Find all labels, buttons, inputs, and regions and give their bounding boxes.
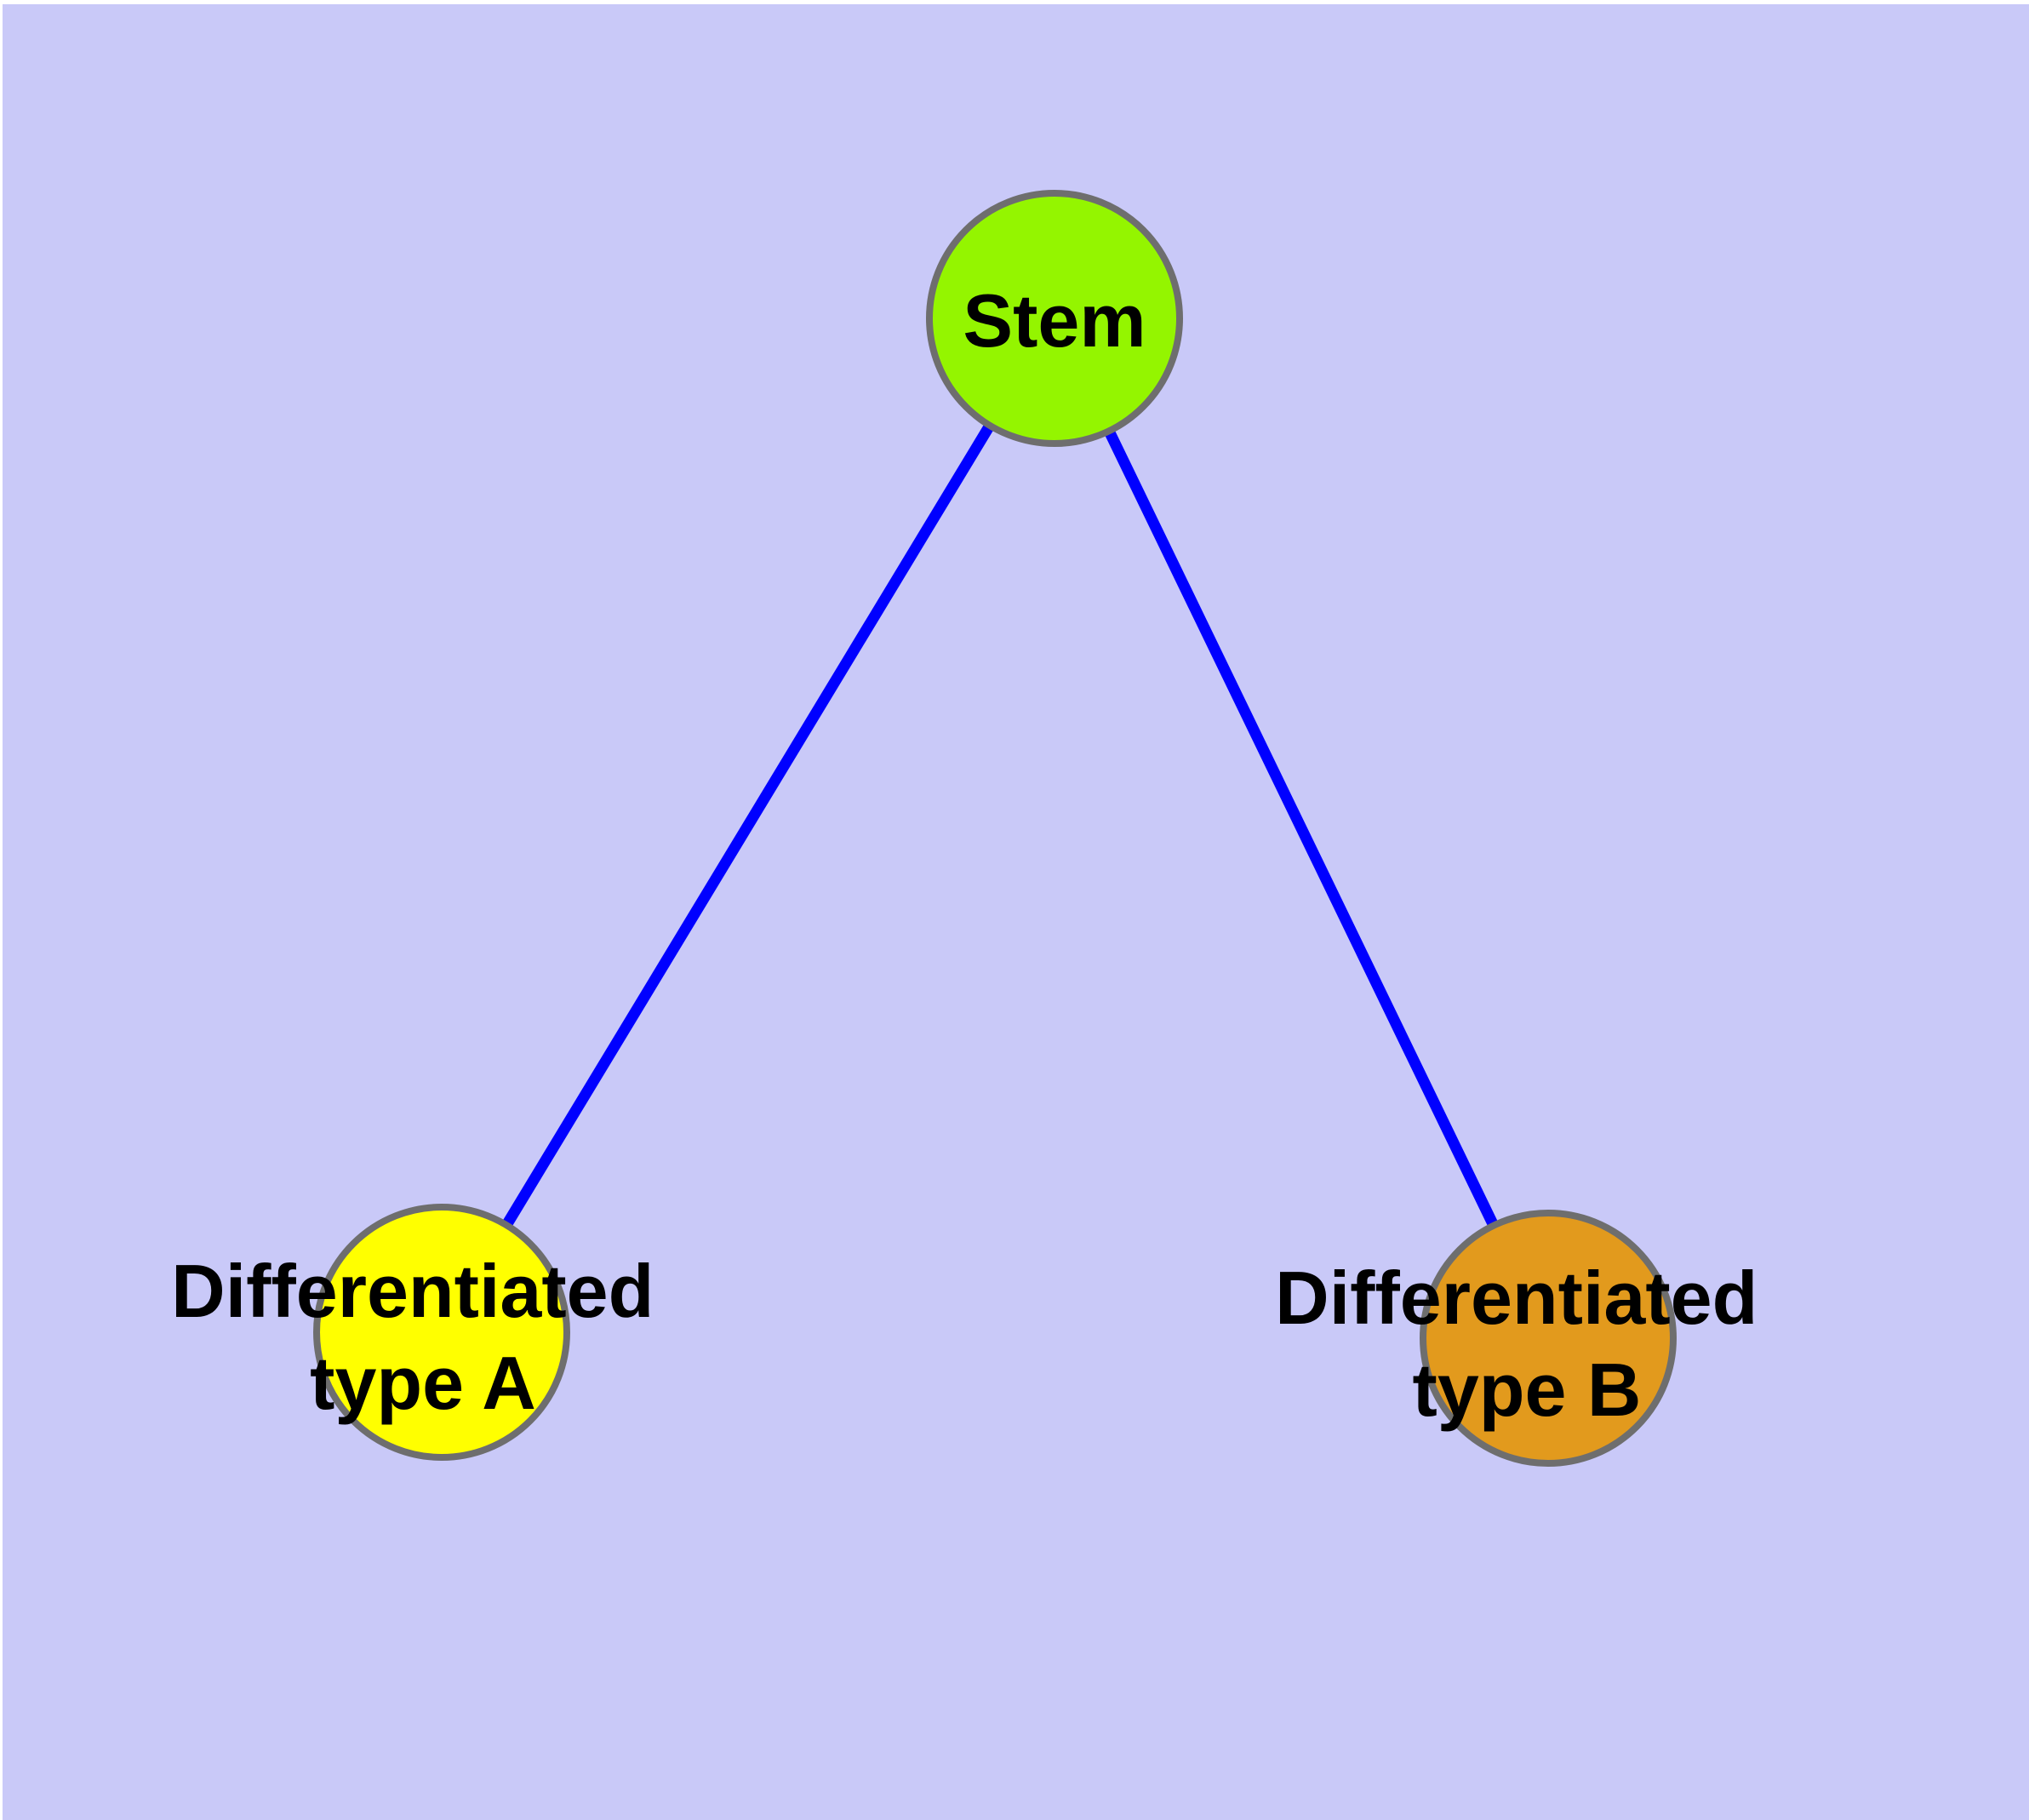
node-label-type-a-line1: Differentiated: [171, 1249, 654, 1333]
node-differentiated-type-b: [1420, 1210, 1677, 1467]
edge-stem-to-type-b: [1049, 316, 1553, 1341]
node-label-type-a-line2: type A: [310, 1341, 536, 1425]
node-label-stem: Stem: [963, 278, 1146, 363]
node-differentiated-type-a: [313, 1204, 570, 1461]
node-label-differentiated-type-b: Differentiated type B: [1275, 1256, 1779, 1432]
edge-stem-to-type-a: [437, 315, 1060, 1336]
node-label-differentiated-type-a: Differentiated type A: [171, 1249, 675, 1425]
node-label-type-b-line1: Differentiated: [1275, 1256, 1758, 1340]
node-stem: [926, 190, 1183, 447]
node-label-type-b-line2: type B: [1413, 1348, 1642, 1432]
